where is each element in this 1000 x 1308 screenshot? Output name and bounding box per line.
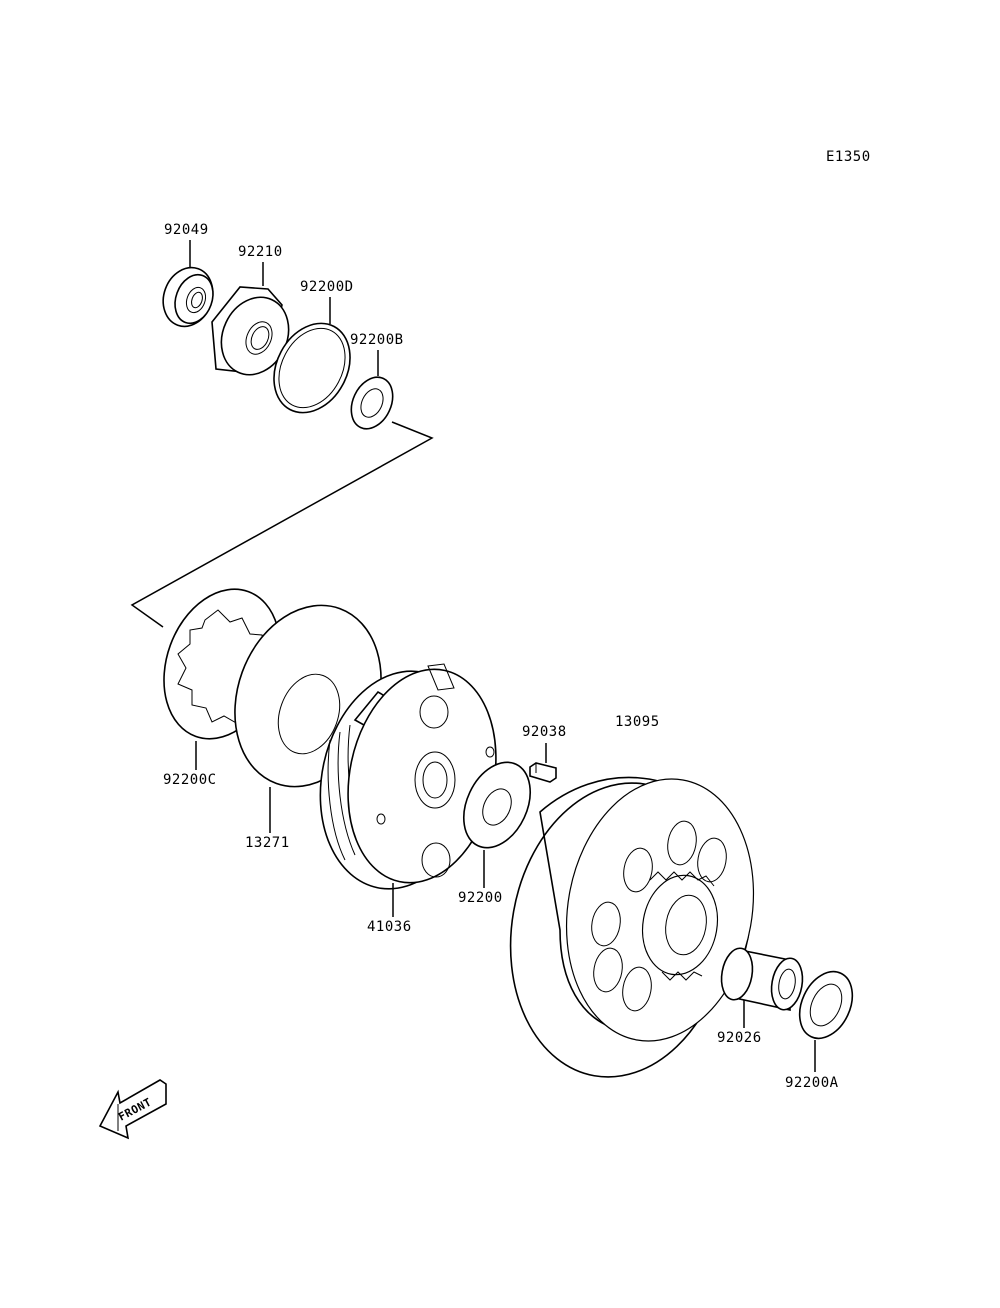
part-41036-clutch-shoe[interactable] <box>301 655 515 903</box>
part-92038-key[interactable] <box>529 762 557 783</box>
label-92200D: 92200D <box>300 279 354 295</box>
diagram-code: E1350 <box>826 149 871 165</box>
part-92026-collar[interactable] <box>718 946 807 1012</box>
part-13095-drum[interactable] <box>488 764 774 1094</box>
label-92026: 92026 <box>717 1030 762 1046</box>
label-92049: 92049 <box>164 222 209 238</box>
part-92200D-ring[interactable] <box>259 310 365 426</box>
label-92210: 92210 <box>238 244 283 260</box>
part-92200B-washer[interactable] <box>343 370 400 435</box>
axis-guide-line <box>130 421 434 628</box>
label-92200C: 92200C <box>163 772 217 788</box>
label-92200: 92200 <box>458 890 503 906</box>
label-13271: 13271 <box>245 835 290 851</box>
part-92210-nut[interactable] <box>209 286 301 386</box>
part-92049-bearing[interactable] <box>155 261 221 334</box>
label-92200A: 92200A <box>785 1075 839 1091</box>
front-arrow-icon: FRONT <box>98 1079 167 1140</box>
label-92038: 92038 <box>522 724 567 740</box>
part-92200A-washer[interactable] <box>789 963 862 1047</box>
label-92200B: 92200B <box>350 332 404 348</box>
label-41036: 41036 <box>367 919 412 935</box>
part-92200-washer[interactable] <box>451 752 543 859</box>
label-13095: 13095 <box>615 714 660 730</box>
